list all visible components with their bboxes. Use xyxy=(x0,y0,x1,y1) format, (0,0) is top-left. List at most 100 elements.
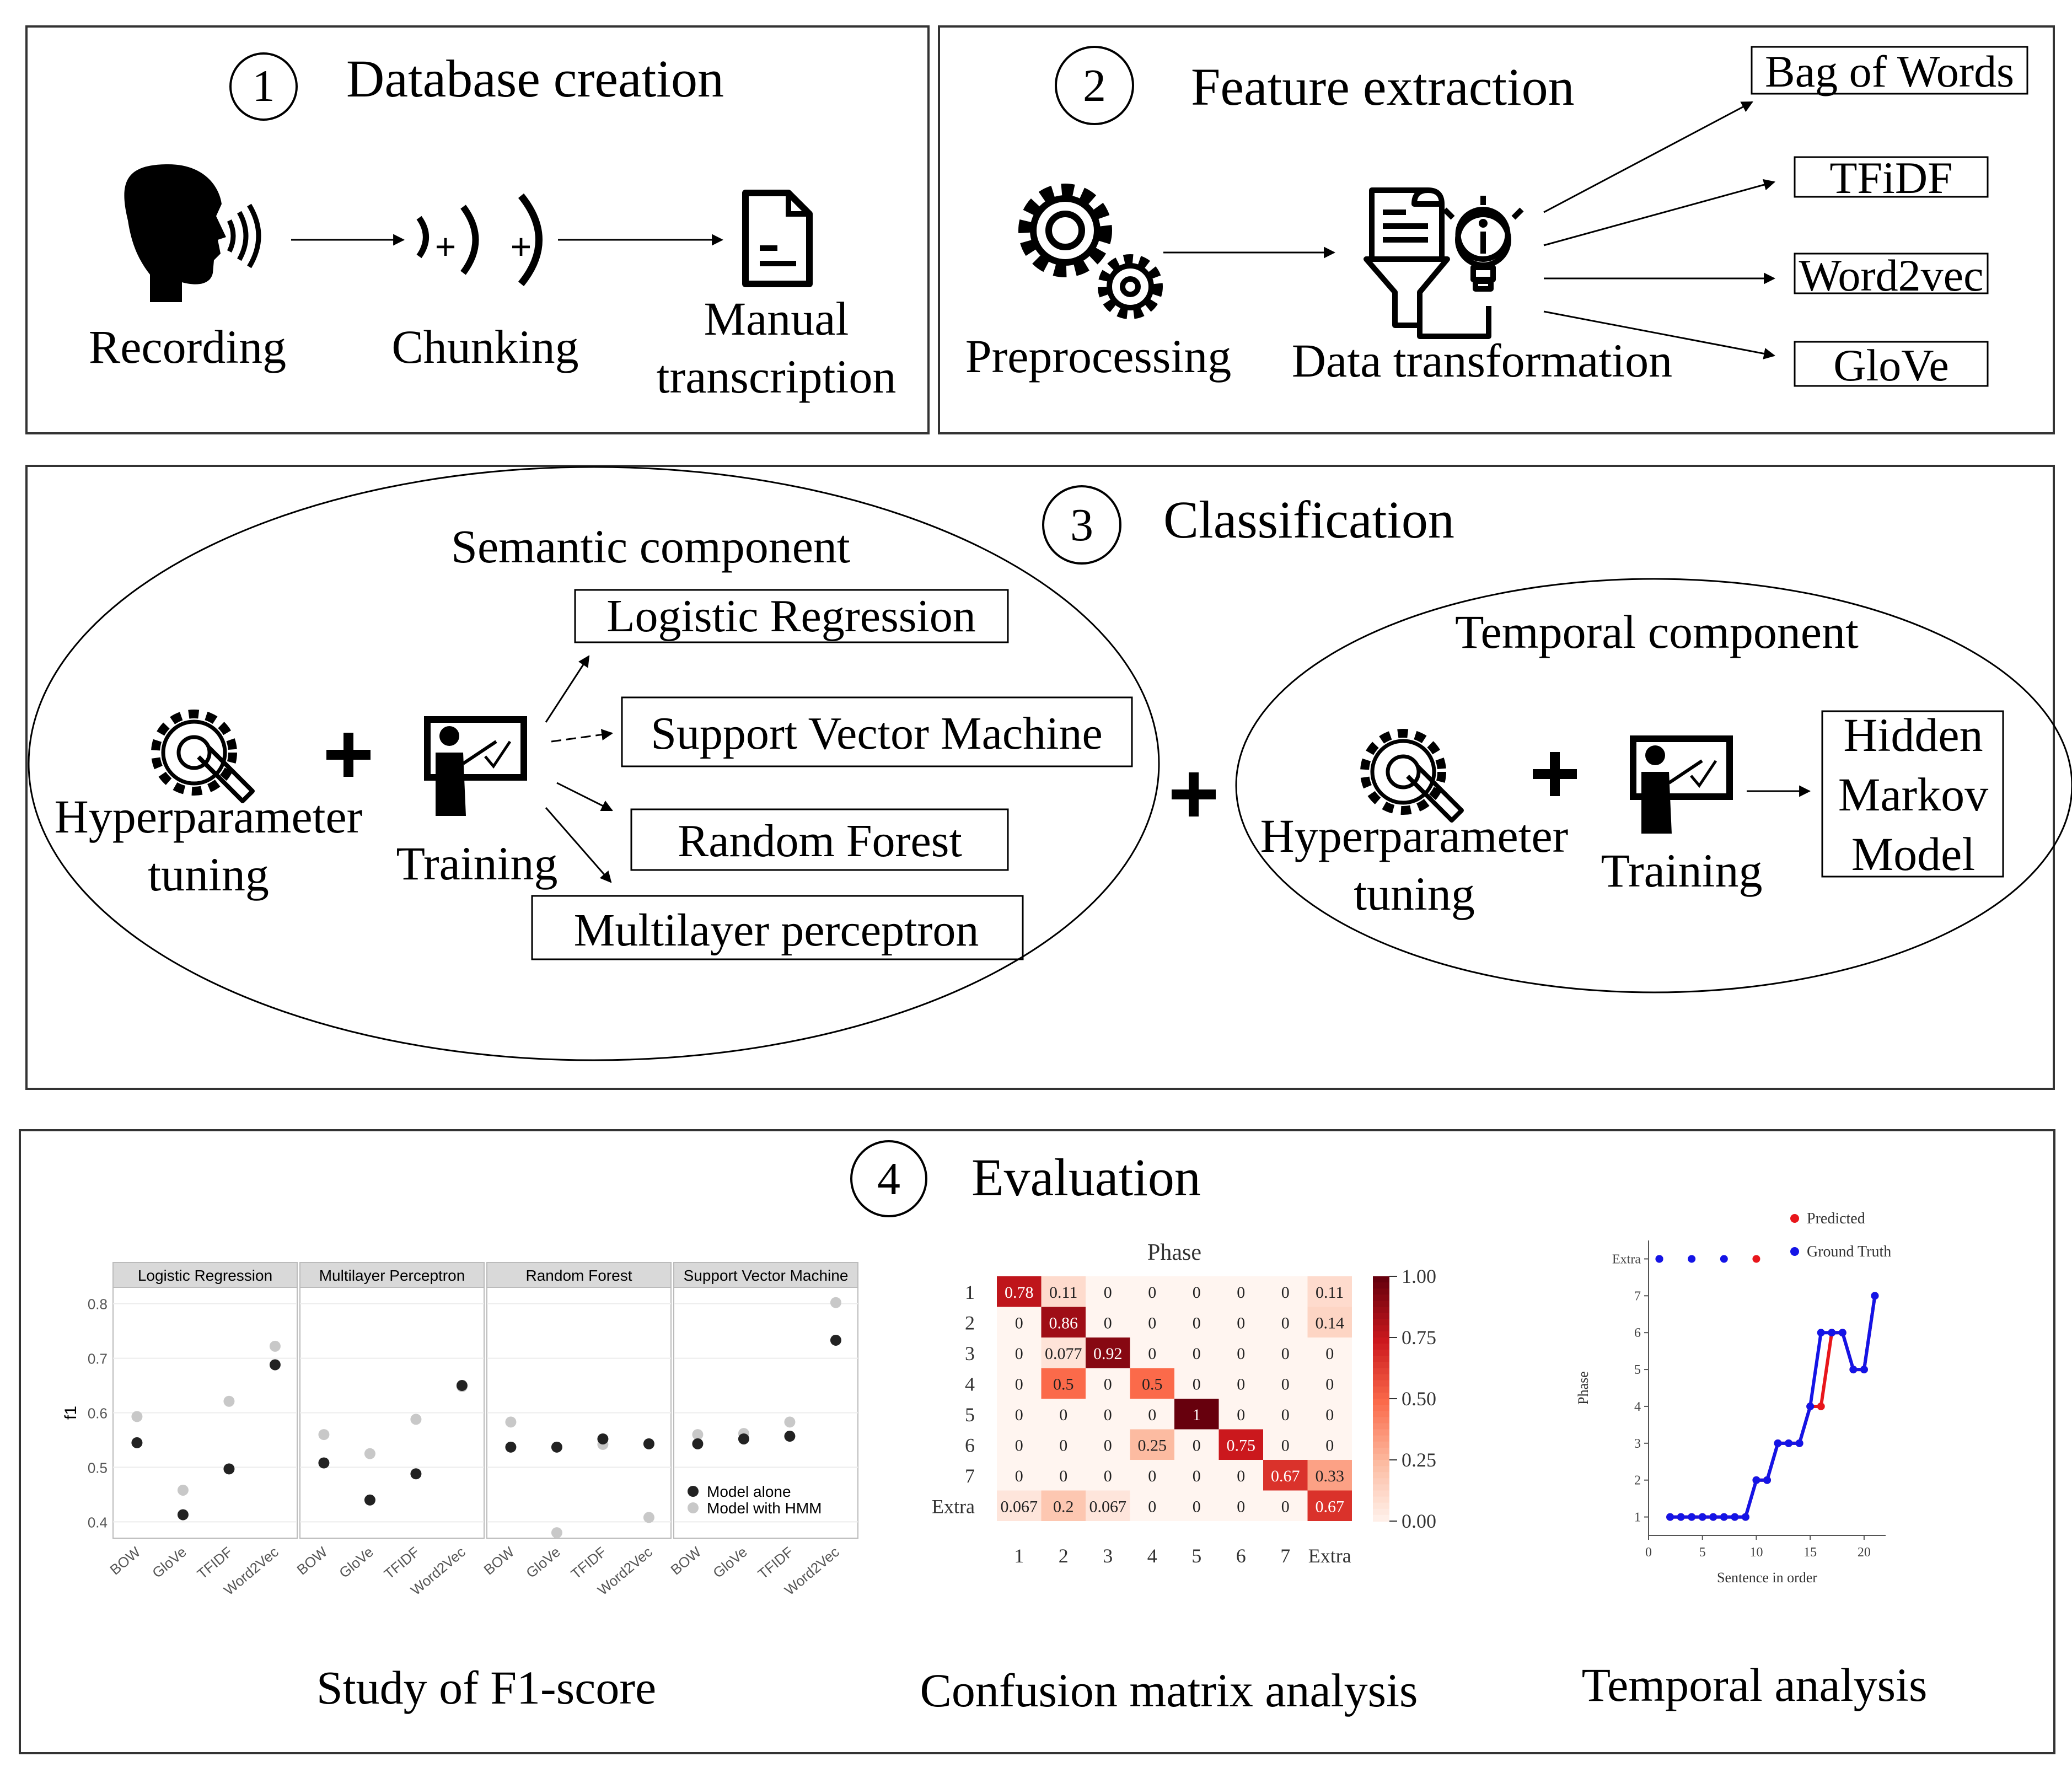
point-with-hmm xyxy=(692,1429,704,1441)
x-tick-label: 0 xyxy=(1645,1545,1652,1560)
cell-value-label: 0.92 xyxy=(1093,1345,1123,1363)
legend-label: Ground Truth xyxy=(1807,1243,1891,1260)
heatmap-cell xyxy=(1041,1307,1086,1337)
svg-text:Multilayer perceptron: Multilayer perceptron xyxy=(574,905,979,956)
heatmap-cell xyxy=(1218,1307,1263,1337)
column-label: 7 xyxy=(1280,1545,1290,1567)
colorbar-segment xyxy=(1373,1423,1389,1430)
heatmap-cell xyxy=(1041,1429,1086,1460)
heatmap-cell xyxy=(1218,1276,1263,1307)
cell-value-label: 0 xyxy=(1281,1497,1290,1516)
cell-value-label: 0 xyxy=(1325,1345,1334,1363)
colorbar-segment xyxy=(1373,1453,1389,1460)
legend-swatch-hmm xyxy=(688,1502,699,1513)
colorbar-segment xyxy=(1373,1337,1389,1345)
step-number-circle xyxy=(1042,485,1121,565)
cell-value-label: 0 xyxy=(1059,1467,1067,1485)
y-tick-label: 0.5 xyxy=(88,1459,108,1476)
step-number: 3 xyxy=(1070,499,1093,551)
colorbar-segment xyxy=(1373,1508,1389,1516)
heatmap-cell xyxy=(1041,1490,1086,1521)
cell-value-label: 0 xyxy=(1104,1283,1112,1302)
colorbar-segment xyxy=(1373,1331,1389,1338)
x-tick-label: TFIDF xyxy=(194,1544,236,1582)
section-database-creation: 1 Database creation + + Recording Chunki xyxy=(25,25,930,434)
cell-value-label: 0 xyxy=(1015,1314,1023,1332)
cell-value-label: 0.5 xyxy=(1142,1375,1163,1393)
cell-value-label: 0 xyxy=(1015,1375,1023,1393)
heatmap-cell xyxy=(1307,1490,1352,1521)
point-model-alone xyxy=(223,1463,235,1475)
y-tick-label: Extra xyxy=(1612,1252,1641,1266)
series-ground-truth-point xyxy=(1838,1329,1846,1337)
semantic-component-title: Semantic component xyxy=(451,520,850,573)
svg-text:TFiDF: TFiDF xyxy=(1829,153,1952,203)
point-model-alone xyxy=(456,1380,468,1392)
heatmap-cell xyxy=(1263,1368,1308,1399)
legend-label: Model alone xyxy=(707,1483,791,1500)
heatmap-cell xyxy=(1263,1399,1308,1430)
step-label-preprocessing: Preprocessing xyxy=(965,330,1231,383)
svg-text:GloVe: GloVe xyxy=(1833,340,1949,390)
cell-value-label: 0 xyxy=(1104,1467,1112,1485)
model-hidden-markov-model: Hidden Markov Model xyxy=(1821,708,2004,880)
colorbar-tick-label: 1.00 xyxy=(1402,1265,1436,1287)
section-classification: 3 Classification Semantic component Hype… xyxy=(25,465,2072,1090)
cell-value-label: 0 xyxy=(1237,1406,1245,1424)
colorbar-segment xyxy=(1373,1288,1389,1296)
cell-value-label: 0.077 xyxy=(1045,1345,1082,1363)
gears-icon xyxy=(1018,184,1163,319)
cell-value-label: 0.25 xyxy=(1138,1436,1167,1454)
cell-value-label: 0 xyxy=(1104,1436,1112,1454)
point-model-alone xyxy=(505,1441,517,1453)
series-ground-truth-point xyxy=(1720,1513,1728,1521)
cell-value-label: 0.067 xyxy=(1001,1497,1038,1516)
heatmap-cell xyxy=(1086,1276,1130,1307)
caption-f1-score: Study of F1-score xyxy=(316,1661,656,1714)
cell-value-label: 0 xyxy=(1148,1345,1156,1363)
x-tick-label: GloVe xyxy=(149,1544,190,1582)
colorbar-segment xyxy=(1373,1301,1389,1308)
heatmap-cell xyxy=(1130,1460,1174,1491)
y-tick-label: 5 xyxy=(1634,1363,1641,1377)
series-ground-truth-point xyxy=(1828,1329,1836,1337)
cell-value-label: 0 xyxy=(1015,1345,1023,1363)
cell-value-label: 0 xyxy=(1237,1467,1245,1485)
svg-text:Markov: Markov xyxy=(1838,768,1988,821)
series-ground-truth-point xyxy=(1795,1439,1803,1447)
colorbar-tick-label: 0.75 xyxy=(1402,1326,1436,1349)
point-model-alone xyxy=(131,1437,143,1448)
heatmap-cell xyxy=(1130,1429,1174,1460)
colorbar-segment xyxy=(1373,1447,1389,1454)
cell-value-label: 0 xyxy=(1281,1314,1290,1332)
heatmap-cell xyxy=(1263,1490,1308,1521)
cell-value-label: 0.33 xyxy=(1316,1467,1345,1485)
cell-value-label: 0 xyxy=(1148,1314,1156,1332)
cell-value-label: 0 xyxy=(1104,1406,1112,1424)
x-tick-label: GloVe xyxy=(523,1544,563,1582)
series-predicted-line xyxy=(1670,1295,1877,1519)
cell-value-label: 0 xyxy=(1237,1497,1245,1516)
heatmap-cell xyxy=(1130,1368,1174,1399)
point-model-alone xyxy=(738,1433,749,1444)
temporal-tuning-label-1: Hyperparameter xyxy=(1260,809,1569,862)
cell-value-label: 0.11 xyxy=(1049,1283,1077,1302)
heatmap-cell xyxy=(1130,1399,1174,1430)
colorbar-segment xyxy=(1373,1344,1389,1351)
x-tick-label: BOW xyxy=(480,1543,517,1578)
model-multilayer-perceptron: Multilayer perceptron xyxy=(531,895,1024,960)
svg-text:Word2vec: Word2vec xyxy=(1799,250,1984,300)
model-support-vector-machine: Support Vector Machine xyxy=(621,696,1133,767)
facet-strip xyxy=(486,1262,672,1288)
series-ground-truth-point xyxy=(1871,1292,1879,1300)
heatmap-cell xyxy=(1263,1307,1308,1337)
step-number-circle xyxy=(850,1140,927,1217)
colorbar-segment xyxy=(1373,1514,1389,1522)
section-title: Feature extraction xyxy=(1191,57,1575,116)
colorbar-segment xyxy=(1373,1319,1389,1326)
heatmap-cell xyxy=(1174,1490,1219,1521)
heatmap-cell xyxy=(1130,1337,1174,1368)
point-model-alone xyxy=(830,1334,841,1346)
point-with-hmm xyxy=(410,1414,422,1425)
